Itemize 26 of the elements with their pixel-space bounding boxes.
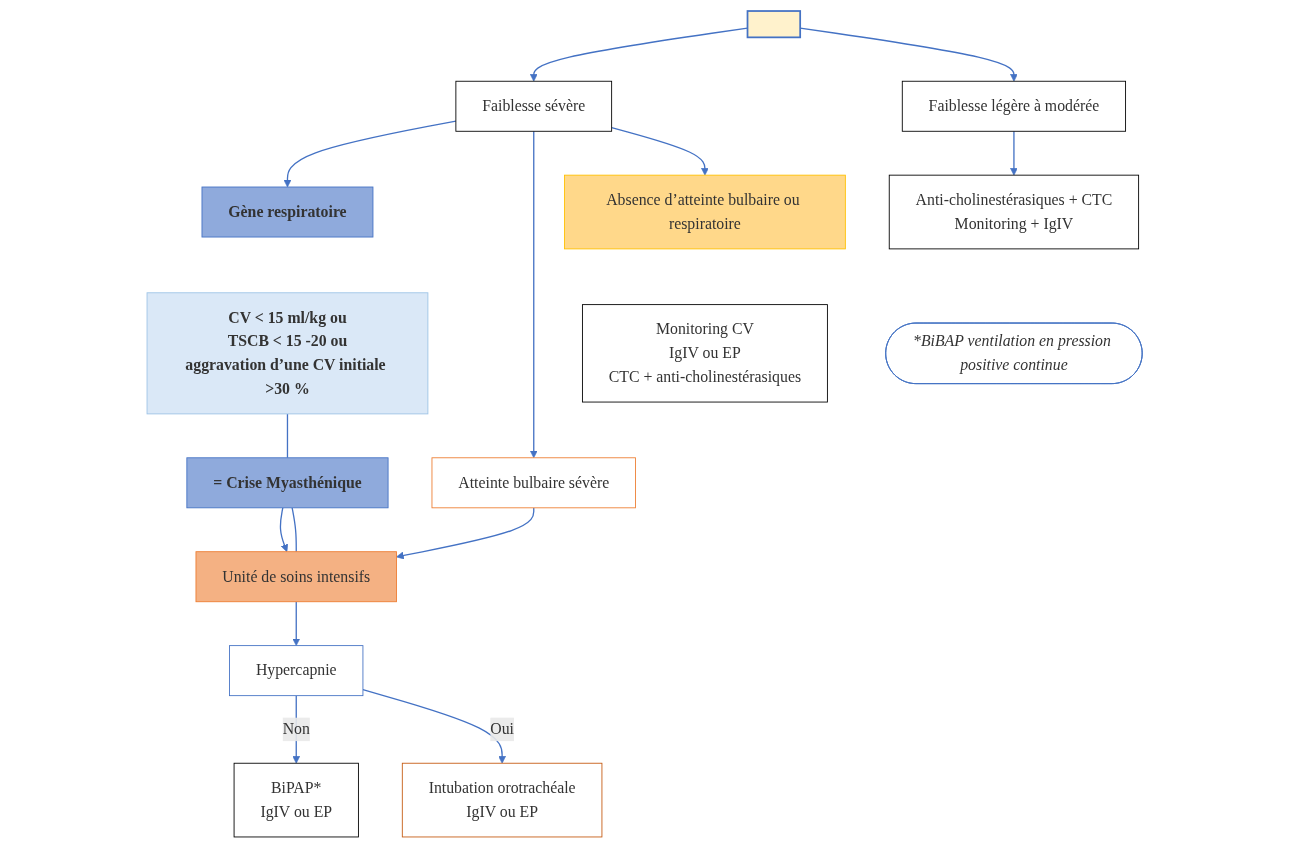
arrow — [1010, 130, 1019, 176]
arrow — [280, 507, 289, 553]
arrow — [284, 120, 457, 188]
node-box: CV < 15 ml/kg ou TSCB < 15 -20 ou aggravation d’une CV initiale >30 % — [147, 292, 429, 415]
arrow — [396, 507, 535, 560]
node-box: Hypercapnie — [229, 645, 364, 697]
arrow — [530, 130, 538, 459]
node-box: = Crise Myasthénique — [186, 457, 389, 509]
node-box: Intubation orotrachéale IgIV ou EP — [402, 762, 603, 838]
node-box: Unité de soins intensifs — [195, 551, 398, 603]
node-box: Faiblesse sévère — [455, 80, 613, 132]
node-box: Anti-cholinestérasiques + CTC Monitoring + IgIV — [889, 174, 1140, 250]
node-box: BiPAP* IgIV ou EP — [234, 762, 360, 838]
connector — [291, 507, 298, 553]
arrow — [611, 126, 710, 176]
node-box: Absence d’atteinte bulbaire ou respiratoire — [564, 174, 847, 250]
connector — [287, 413, 289, 459]
node-box: Faiblesse légère à modérée — [902, 80, 1127, 132]
edge-label: Non — [283, 720, 311, 738]
node-box: Atteinte bulbaire sévère — [431, 457, 637, 509]
node-box — [747, 10, 802, 39]
node-box: Gène respiratoire — [201, 186, 374, 238]
arrow — [292, 601, 301, 646]
edge-label: Oui — [490, 720, 515, 738]
arrow — [362, 689, 507, 764]
node-box: Monitoring CV IgIV ou EP CTC + anti-cholinestérasiques — [582, 304, 829, 403]
